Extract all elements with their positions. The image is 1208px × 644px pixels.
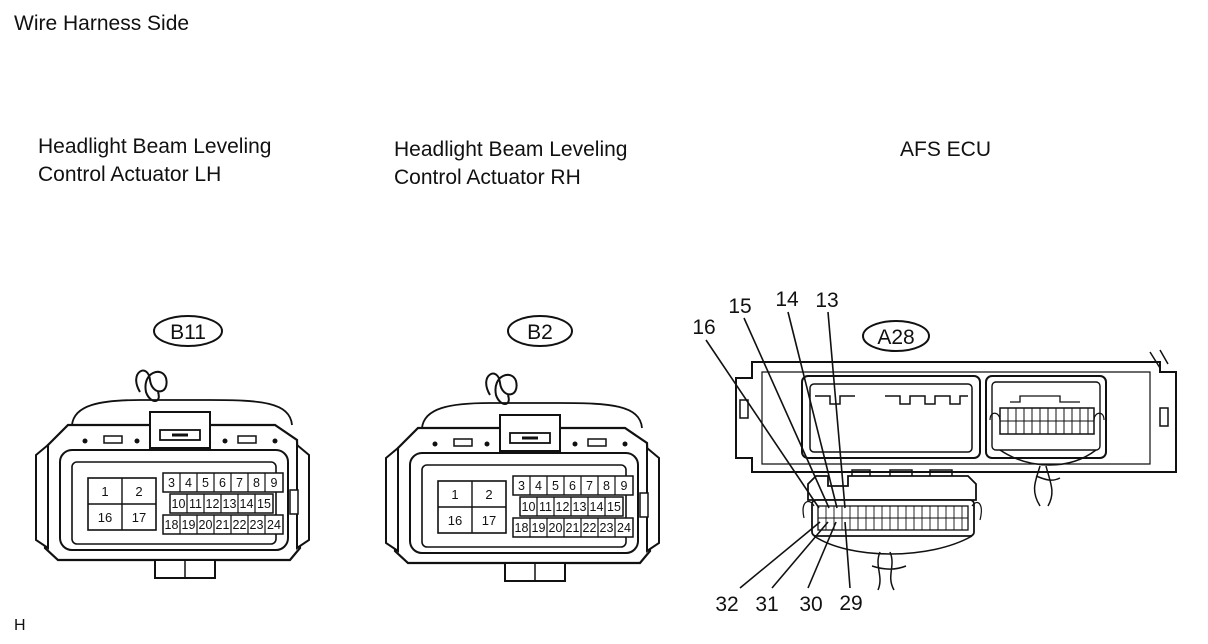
pin-callout: 14 [775, 288, 799, 311]
ecu-callout-lines [705, 311, 851, 589]
pin-label: 17 [132, 510, 146, 525]
component-name-line2: Control Actuator RH [394, 166, 581, 189]
component-name-line1: Headlight Beam Leveling [394, 138, 628, 161]
pin-callout: 16 [692, 316, 715, 339]
connector-b11: 1 2 16 17 3 4 5 6 7 8 9 10 11 12 13 14 1… [34, 315, 311, 580]
pin-label: 23 [250, 518, 264, 532]
component-name-line2: Control Actuator LH [38, 163, 222, 186]
connector-code-badge [862, 320, 930, 352]
connector-code: A28 [877, 326, 914, 349]
pin-label: 5 [552, 479, 559, 493]
pin-callout: 30 [799, 593, 822, 616]
pin-label: 24 [617, 521, 631, 535]
pin-label: 6 [569, 479, 576, 493]
pin-label: 10 [172, 497, 186, 511]
pin-callout: 13 [815, 289, 838, 312]
pin-label: 18 [515, 521, 529, 535]
pin-label: 21 [216, 518, 230, 532]
pin-label: 2 [485, 487, 492, 502]
pin-label: 13 [573, 500, 587, 514]
pin-label: 13 [223, 497, 237, 511]
pin-label: 2 [135, 484, 142, 499]
pin-label: 17 [482, 513, 496, 528]
pin-label: 3 [168, 476, 175, 490]
pin-callout: 31 [755, 593, 778, 616]
pin-label: 22 [583, 521, 597, 535]
pin-label: 7 [586, 479, 593, 493]
footer-code: H [14, 617, 26, 634]
pin-callout: 15 [728, 295, 751, 318]
pin-label: 24 [267, 518, 281, 532]
pin-label: 15 [257, 497, 271, 511]
pin-label: 10 [522, 500, 536, 514]
pin-label: 8 [603, 479, 610, 493]
component-label-actuator-lh: Headlight Beam Leveling Control Actuator… [38, 133, 271, 189]
pin-label: 16 [448, 513, 462, 528]
pin-label: 4 [185, 476, 192, 490]
pin-label: 9 [621, 479, 628, 493]
connector-b2-drawing [384, 372, 661, 583]
pin-label: 18 [165, 518, 179, 532]
pin-label: 4 [535, 479, 542, 493]
pin-labels-b11-rows: 3 4 5 6 7 8 9 10 11 12 13 14 15 18 19 20… [165, 476, 281, 532]
pin-label: 11 [189, 497, 202, 511]
pin-callout: 32 [715, 593, 738, 616]
pin-label: 20 [549, 521, 563, 535]
component-label-actuator-rh: Headlight Beam Leveling Control Actuator… [394, 136, 627, 192]
pin-label: 11 [539, 500, 552, 514]
pin-label: 19 [182, 518, 196, 532]
component-name-line1: Headlight Beam Leveling [38, 135, 272, 158]
pin-label: 6 [219, 476, 226, 490]
pin-label: 16 [98, 510, 112, 525]
pin-label: 9 [271, 476, 278, 490]
pin-label: 12 [206, 497, 220, 511]
pin-label: 19 [532, 521, 546, 535]
connector-code: B11 [170, 321, 206, 344]
connector-b11-drawing [34, 369, 311, 580]
pin-label: 21 [566, 521, 580, 535]
connector-a28: A28 [692, 288, 1177, 616]
component-name-line1: AFS ECU [900, 138, 992, 161]
pin-label: 12 [556, 500, 570, 514]
pin-label: 23 [600, 521, 614, 535]
pin-label: 14 [240, 497, 254, 511]
ecu-callout-labels: 16 15 14 13 32 31 30 29 [692, 288, 862, 616]
connector-b2: 1 2 16 17 3 4 5 6 7 8 9 10 11 12 13 14 1… [384, 315, 661, 583]
connector-code: B2 [527, 321, 553, 344]
pin-label: 5 [202, 476, 209, 490]
page-title: Wire Harness Side [14, 12, 190, 35]
component-label-afs-ecu: AFS ECU [900, 136, 991, 164]
pin-labels-b2: 1 2 16 17 [448, 487, 496, 528]
connector-code-badge [153, 315, 223, 347]
pin-labels-b11: 1 2 16 17 [98, 484, 146, 525]
pin-label: 1 [451, 487, 458, 502]
connector-code-badge [507, 315, 573, 347]
pin-label: 8 [253, 476, 260, 490]
pin-label: 15 [607, 500, 621, 514]
pin-label: 3 [518, 479, 525, 493]
pin-label: 1 [101, 484, 108, 499]
pin-label: 7 [236, 476, 243, 490]
pin-label: 20 [199, 518, 213, 532]
pin-callout: 29 [839, 592, 862, 615]
pin-label: 22 [233, 518, 247, 532]
pin-label: 14 [590, 500, 604, 514]
pin-labels-b2-rows: 3 4 5 6 7 8 9 10 11 12 13 14 15 18 19 20… [515, 479, 631, 535]
